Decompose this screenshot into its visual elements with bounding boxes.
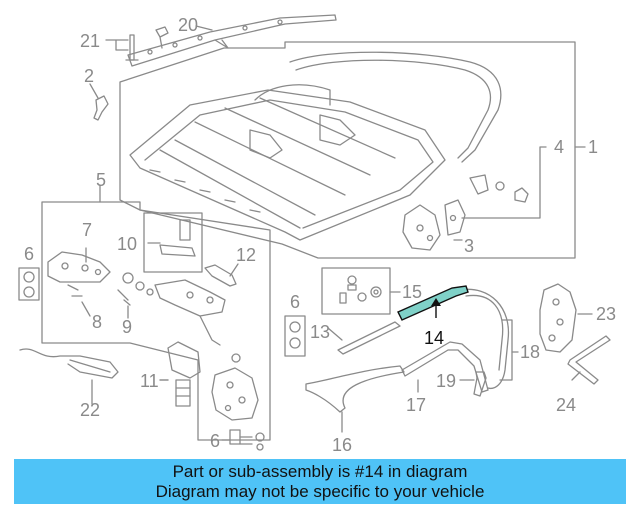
header-rail-drawing (289, 51, 502, 163)
callout-10: 10 (117, 234, 137, 254)
cable-22-drawing (19, 348, 119, 379)
highlighted-part-14[interactable] (397, 285, 469, 321)
bolt-10-group-drawing (143, 212, 203, 273)
bolt-2-drawing (93, 95, 109, 121)
callout-24: 24 (556, 395, 576, 415)
small-parts-6-middle-drawing (284, 315, 306, 357)
latch-mechanism-7-drawing (47, 247, 111, 297)
callout-16: 16 (332, 435, 352, 455)
part-callouts: 1 2 3 4 5 6 6 6 7 8 9 10 11 12 13 14 15 … (24, 15, 616, 455)
info-banner: Part or sub-assembly is #14 in diagram D… (14, 459, 626, 504)
callout-18: 18 (520, 342, 540, 362)
banner-line-2: Diagram may not be specific to your vehi… (155, 481, 485, 501)
seal-13-drawing (337, 321, 401, 355)
link-arm-12-drawing (204, 263, 239, 287)
callout-1: 1 (588, 137, 598, 157)
callout-2: 2 (84, 66, 94, 86)
leader-4-box (461, 146, 547, 219)
callout-3: 3 (464, 236, 474, 256)
box-15 (321, 267, 391, 315)
clip-19-drawing (473, 371, 487, 397)
roof-frame-drawing (129, 84, 446, 241)
callout-15: 15 (402, 282, 422, 302)
callout-7: 7 (82, 220, 92, 240)
assembly-outline-5 (41, 201, 271, 441)
callout-5: 5 (96, 170, 106, 190)
callout-22: 22 (80, 400, 100, 420)
trim-23-drawing (539, 283, 577, 353)
callout-20: 20 (178, 15, 198, 35)
hinge-lower-drawing (211, 353, 259, 421)
callout-12: 12 (236, 245, 256, 265)
small-parts-6-bottom-drawing (229, 429, 265, 451)
callout-6-left: 6 (24, 244, 34, 264)
fasteners-15-drawing (339, 275, 382, 304)
leader-14-arrow (431, 298, 441, 306)
callout-8: 8 (92, 312, 102, 332)
weatherstrip-18-drawing (459, 288, 510, 390)
callout-9: 9 (122, 317, 132, 337)
hinge-bracket-drawing (402, 174, 529, 251)
linkage-9-drawing (117, 272, 226, 346)
callout-6-bottom: 6 (210, 431, 220, 451)
callout-4: 4 (554, 137, 564, 157)
leader-8 (81, 301, 91, 317)
trim-strip-20-drawing (127, 14, 337, 67)
leader-20 (195, 25, 213, 31)
callout-23: 23 (596, 304, 616, 324)
bracket-18 (499, 319, 513, 381)
small-parts-6-left-drawing (18, 267, 40, 301)
callout-11: 11 (140, 371, 159, 391)
leader-13 (327, 327, 343, 341)
callout-21: 21 (80, 31, 100, 51)
leader-24 (571, 371, 581, 381)
callout-6-middle: 6 (290, 292, 300, 312)
seal-16-drawing (305, 365, 405, 413)
rod-24-drawing (567, 335, 611, 385)
assembly-outline-1 (119, 41, 576, 259)
callout-19: 19 (436, 371, 456, 391)
screws-21-drawing (105, 26, 169, 61)
leader-2 (89, 83, 99, 99)
banner-line-1: Part or sub-assembly is #14 in diagram (172, 461, 468, 481)
callout-14: 14 (424, 328, 444, 348)
callout-13: 13 (310, 322, 330, 342)
callout-17: 17 (406, 395, 426, 415)
